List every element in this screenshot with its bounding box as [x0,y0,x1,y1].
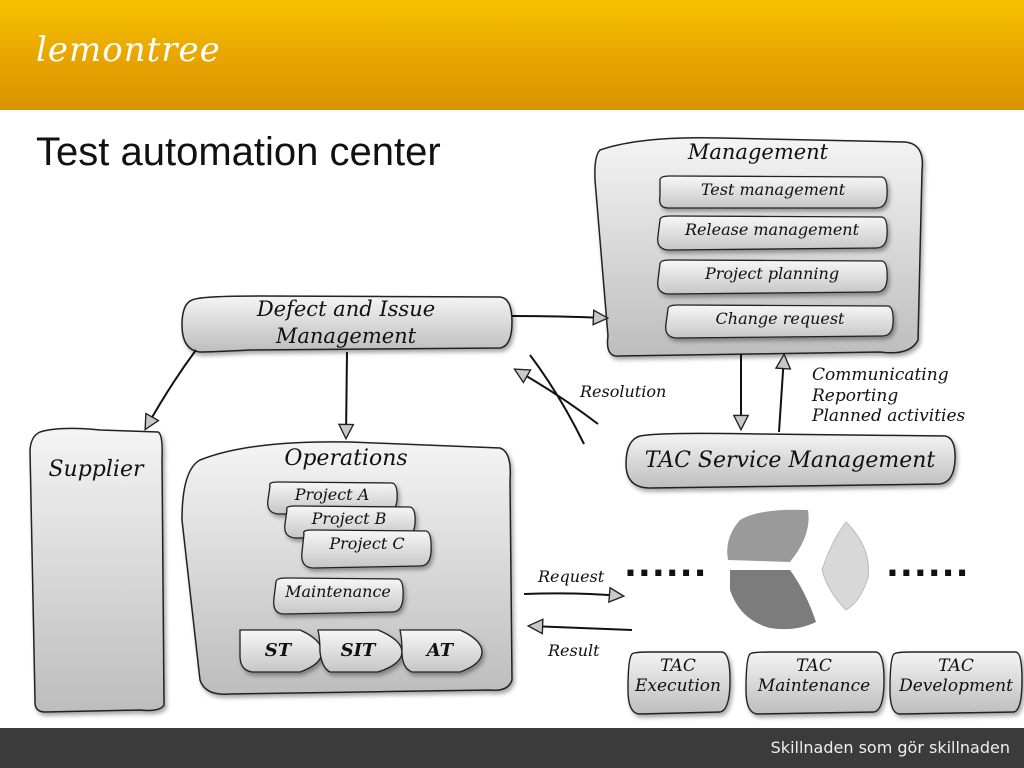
arrow-request [523,586,626,604]
tac-maintenance-line2: Maintenance [757,676,870,696]
arrow-defect-to-operations [337,351,355,441]
comms-planned: Planned activities [811,406,966,426]
tac-development-line1: TAC [938,656,974,676]
management-item-change: Change request [665,304,894,339]
tac-execution-line1: TAC [660,656,696,676]
stage-at: AT [399,629,483,673]
management-item-label: Release management [684,220,860,239]
arrow-defect-to-management [511,309,610,326]
header-bar: lemontree [0,0,1024,110]
arrow-result [526,618,633,635]
diagram: Management Test management Release manag… [29,137,1023,715]
tac-development-box: TAC Development [889,651,1023,715]
defect-line2: Management [275,324,417,348]
tac-service-label: TAC Service Management [645,448,936,473]
footer-tagline: Skillnaden som gör skillnaden [770,738,1010,757]
ellipsis-left: ...... [624,545,708,585]
page-title: Test automation center [36,130,441,174]
comms-reporting: Reporting [811,386,898,406]
defect-issue-box: Defect and Issue Management [181,295,513,353]
project-label: Project C [328,534,404,553]
project-label: Project A [294,485,370,504]
maintenance-box: Maintenance [273,577,404,615]
defect-line1: Defect and Issue [256,297,435,321]
management-box: Management Test management Release manag… [594,137,924,357]
arrow-tac-to-management [774,352,792,433]
tac-maintenance-box: TAC Maintenance [745,651,885,715]
management-item-test: Test management [659,175,888,209]
tac-maintenance-line1: TAC [796,656,832,676]
ellipsis-right: ...... [886,545,970,585]
maintenance-label: Maintenance [284,582,391,601]
stage-sit: SIT [317,629,403,673]
stage-label: SIT [341,640,377,661]
cycle-graphic-icon [727,509,870,630]
management-item-label: Project planning [704,264,839,283]
lemontree-logo: lemontree [36,30,221,70]
stage-label: ST [265,640,293,661]
stage-st: ST [239,629,323,673]
request-label: Request [537,567,605,586]
resolution-line [529,354,585,445]
supplier-box: Supplier [29,427,165,713]
operations-box: Operations Project A Project B Project C… [181,441,513,695]
tac-execution-box: TAC Execution [627,651,731,715]
management-title: Management [687,140,829,164]
project-label: Project B [311,509,387,528]
stage-label: AT [425,640,455,661]
comms-communicating: Communicating [812,365,949,385]
resolution-label: Resolution [579,382,666,401]
tac-service-box: TAC Service Management [625,432,956,489]
tac-execution-line2: Execution [634,676,721,696]
connectors [144,309,792,635]
management-item-planning: Project planning [657,259,888,295]
arrow-defect-to-supplier [144,349,197,431]
supplier-label: Supplier [48,457,144,482]
tac-development-line2: Development [898,676,1013,696]
footer-bar: Skillnaden som gör skillnaden [0,728,1024,768]
project-c: Project C [301,529,432,569]
management-item-label: Change request [716,309,846,328]
operations-title: Operations [284,446,407,471]
management-item-release: Release management [657,215,888,251]
result-label: Result [547,641,600,660]
management-item-label: Test management [701,180,846,199]
